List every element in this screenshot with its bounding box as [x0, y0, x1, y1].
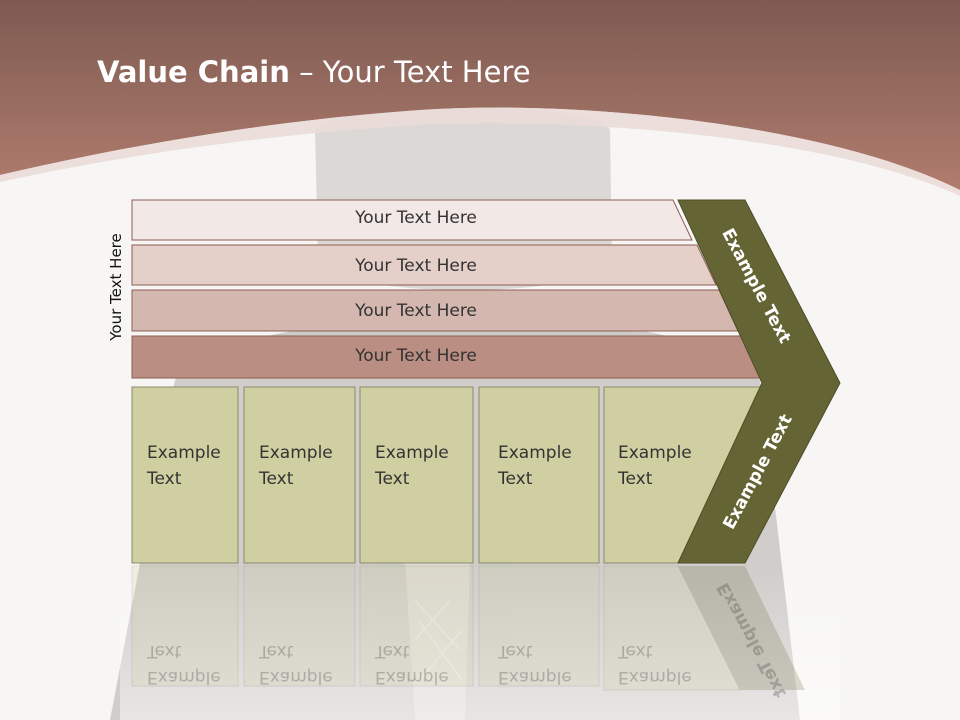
primary-box-2	[243, 386, 356, 564]
support-bar-1	[131, 199, 693, 241]
diagram-reflection	[131, 565, 805, 691]
primary-box-3	[359, 386, 474, 564]
title-bold: Value Chain	[97, 55, 290, 89]
primary-box-4	[478, 386, 600, 564]
tie-pattern	[414, 599, 463, 681]
support-bar-1-label: Your Text Here	[355, 208, 477, 228]
title-rest: – Your Text Here	[289, 55, 531, 89]
primary-box-1	[131, 386, 239, 564]
support-bar-3-label: Your Text Here	[355, 301, 477, 321]
support-bar-4-label: Your Text Here	[355, 346, 477, 366]
margin-chevron	[677, 199, 841, 564]
slide-title: Value Chain – Your Text Here	[97, 55, 531, 89]
support-bar-2-label: Your Text Here	[355, 256, 477, 276]
support-bar-2	[131, 244, 717, 286]
